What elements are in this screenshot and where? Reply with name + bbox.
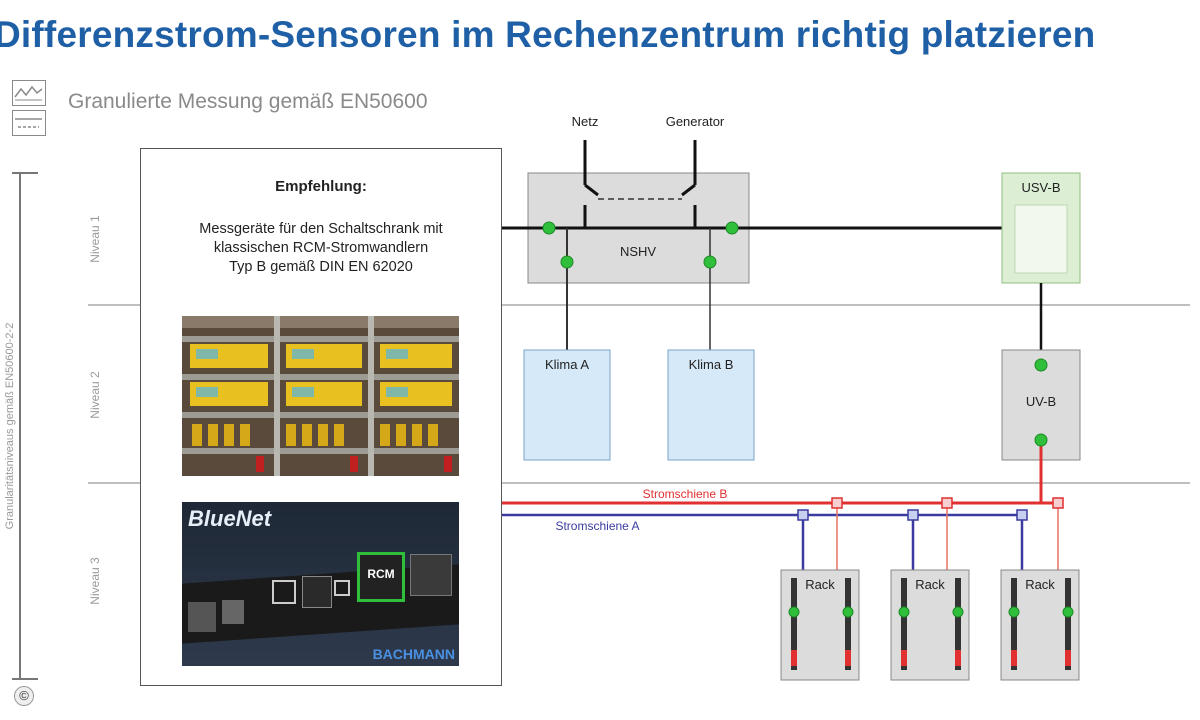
recommendation-text: Messgeräte für den Schaltschrank mit kla… [199, 221, 443, 275]
rack-1-label: Rack [805, 577, 835, 592]
busbar-b-label: Stromschiene B [642, 487, 728, 501]
rack-2 [890, 569, 970, 681]
page-title: Differenzstrom-Sensoren im Rechenzentrum… [0, 14, 1096, 55]
klima-b-box [667, 349, 755, 461]
recommendation-heading: Empfehlung: [275, 178, 367, 195]
pdu-brand: BlueNet [188, 506, 272, 531]
level-1-label: Niveau 1 [88, 215, 102, 263]
klima-a-label: Klima A [544, 357, 590, 372]
copyright-icon: © [14, 686, 34, 706]
chart-icon [12, 80, 46, 106]
level-2-label: Niveau 2 [88, 371, 102, 419]
klima-a-box [523, 349, 611, 461]
nshv-label: NSHV [619, 244, 657, 259]
usv-b-label: USV-B [1021, 180, 1061, 195]
generator-label: Generator [665, 114, 725, 129]
granularity-axis-label: Granularitätsniveaus gemäß EN50600-2-2 [4, 322, 16, 530]
cabinet-photo [182, 316, 459, 476]
meter-icon [12, 110, 46, 136]
netz-label: Netz [571, 114, 599, 129]
rack-2-label: Rack [915, 577, 945, 592]
pdu-rcm-label: RCM [367, 567, 395, 581]
pdu-maker: BACHMANN [372, 646, 455, 662]
pdu-photo: BlueNet RCM BACHMANN [182, 502, 459, 666]
rack-1 [780, 569, 860, 681]
level-3-label: Niveau 3 [88, 557, 102, 605]
sensor-dots [542, 221, 1074, 618]
subtitle: Granulierte Messung gemäß EN50600 [68, 90, 428, 113]
klima-b-label: Klima B [688, 357, 734, 372]
uv-b-label: UV-B [1025, 394, 1057, 409]
rack-3-label: Rack [1025, 577, 1055, 592]
rack-3 [1000, 569, 1080, 681]
busbar-a-label: Stromschiene A [555, 519, 640, 533]
